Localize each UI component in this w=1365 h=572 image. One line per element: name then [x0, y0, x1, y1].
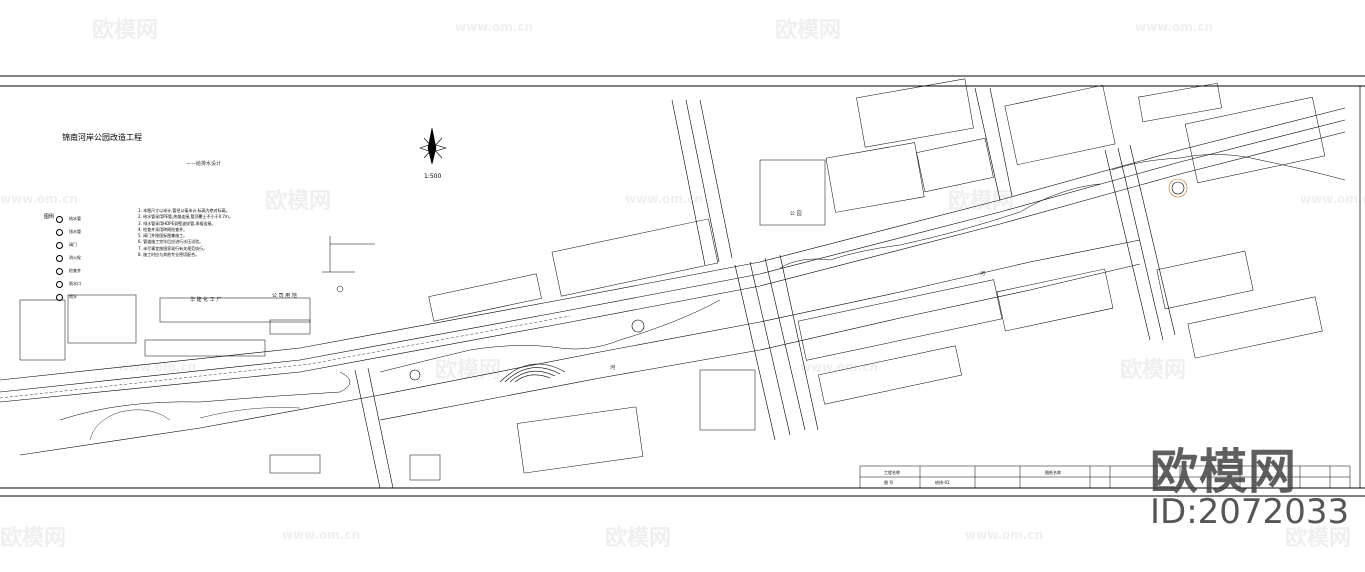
note-line: 5. 阀门井按国标图集施工。: [138, 233, 188, 239]
note-line: 6. 管道施工完毕后应进行水压试验。: [138, 239, 204, 245]
map-label-company: 公 司 用 地: [272, 293, 297, 299]
legend-item: 雨水口: [56, 277, 81, 290]
watermark-logo: 欧模网: [265, 189, 332, 214]
watermark-logo: 欧模网: [948, 189, 1015, 214]
title-block-project-label: 工程名称: [884, 470, 900, 475]
note-line: 8. 施工时应与其他专业密切配合。: [138, 252, 200, 258]
legend-item: 检查井: [56, 264, 81, 277]
note-line: 2. 给水管采用PE管,热熔连接,管顶覆土不小于0.7m。: [138, 214, 233, 220]
watermark-url: www.om.cn: [0, 192, 79, 206]
watermark-logo: 欧模网: [605, 526, 672, 551]
legend-item: 喷头: [56, 290, 81, 303]
title-block-drawing-label: 图纸名称: [1045, 470, 1061, 475]
legend-symbol-icon: [56, 254, 63, 262]
note-line: 1. 本图尺寸以米计,管径以毫米计,标高为绝对标高。: [138, 208, 230, 213]
legend-symbol-icon: [56, 215, 63, 223]
watermark-logo: 欧模网: [1120, 358, 1187, 383]
legend-item: 消火栓: [56, 251, 81, 264]
legend-item: 排水管: [56, 225, 81, 238]
watermark-url: www.om.cn: [118, 360, 197, 374]
map-label-river: 河: [980, 271, 986, 277]
watermark-logo: 欧模网: [435, 358, 502, 383]
legend-list: 给水管 排水管 阀门 消火栓 检查井 雨水口 喷头: [56, 212, 81, 303]
legend-heading: 图例: [44, 214, 55, 220]
watermark-url: www.om.cn: [455, 20, 534, 34]
note-line: 3. 排水管采用HDPE双壁波纹管,承插连接。: [138, 220, 216, 226]
legend-symbol-icon: [56, 293, 63, 301]
watermark-url: www.om.cn: [800, 360, 879, 374]
legend-symbol-icon: [56, 228, 63, 236]
watermark-url: www.om.cn: [1300, 192, 1365, 206]
watermark-logo: 欧模网: [1285, 526, 1352, 551]
watermark-url: www.om.cn: [1135, 20, 1214, 34]
note-line: 4. 检查井采用砖砌检查井。: [138, 226, 188, 232]
watermark-logo: 欧模网: [92, 18, 159, 43]
map-label-park: 公 园: [790, 211, 802, 217]
north-arrow-scale: 1:500: [424, 173, 442, 180]
drawing-title: 锦南河岸公园改造工程: [62, 133, 142, 142]
watermark-logo: 欧模网: [775, 18, 842, 43]
title-block-number-value: 给排-01: [935, 480, 950, 485]
watermark-logo: 欧模网: [0, 526, 67, 551]
legend-symbol-icon: [56, 267, 63, 275]
design-notes: 1. 本图尺寸以米计,管径以毫米计,标高为绝对标高。 2. 给水管采用PE管,热…: [138, 208, 233, 258]
brand-id: ID:2072033: [1150, 492, 1350, 532]
legend-symbol-icon: [56, 280, 63, 288]
legend-symbol-icon: [56, 241, 63, 249]
legend-item: 阀门: [56, 238, 81, 251]
drawing-subtitle: ——给排水设计: [186, 161, 222, 167]
map-label-factory: 华 建 化 工 厂: [190, 297, 222, 303]
note-line: 7. 未尽事宜按国家现行有关规范执行。: [138, 245, 208, 251]
brand-logo: 欧模网: [1150, 444, 1298, 500]
map-label-river: 河: [610, 365, 616, 371]
watermark-url: www.om.cn: [965, 528, 1044, 542]
legend-item: 给水管: [56, 212, 81, 225]
watermark-url: www.om.cn: [625, 192, 704, 206]
title-block-number-label: 图 号: [884, 480, 894, 485]
watermark-url: www.om.cn: [282, 528, 361, 542]
